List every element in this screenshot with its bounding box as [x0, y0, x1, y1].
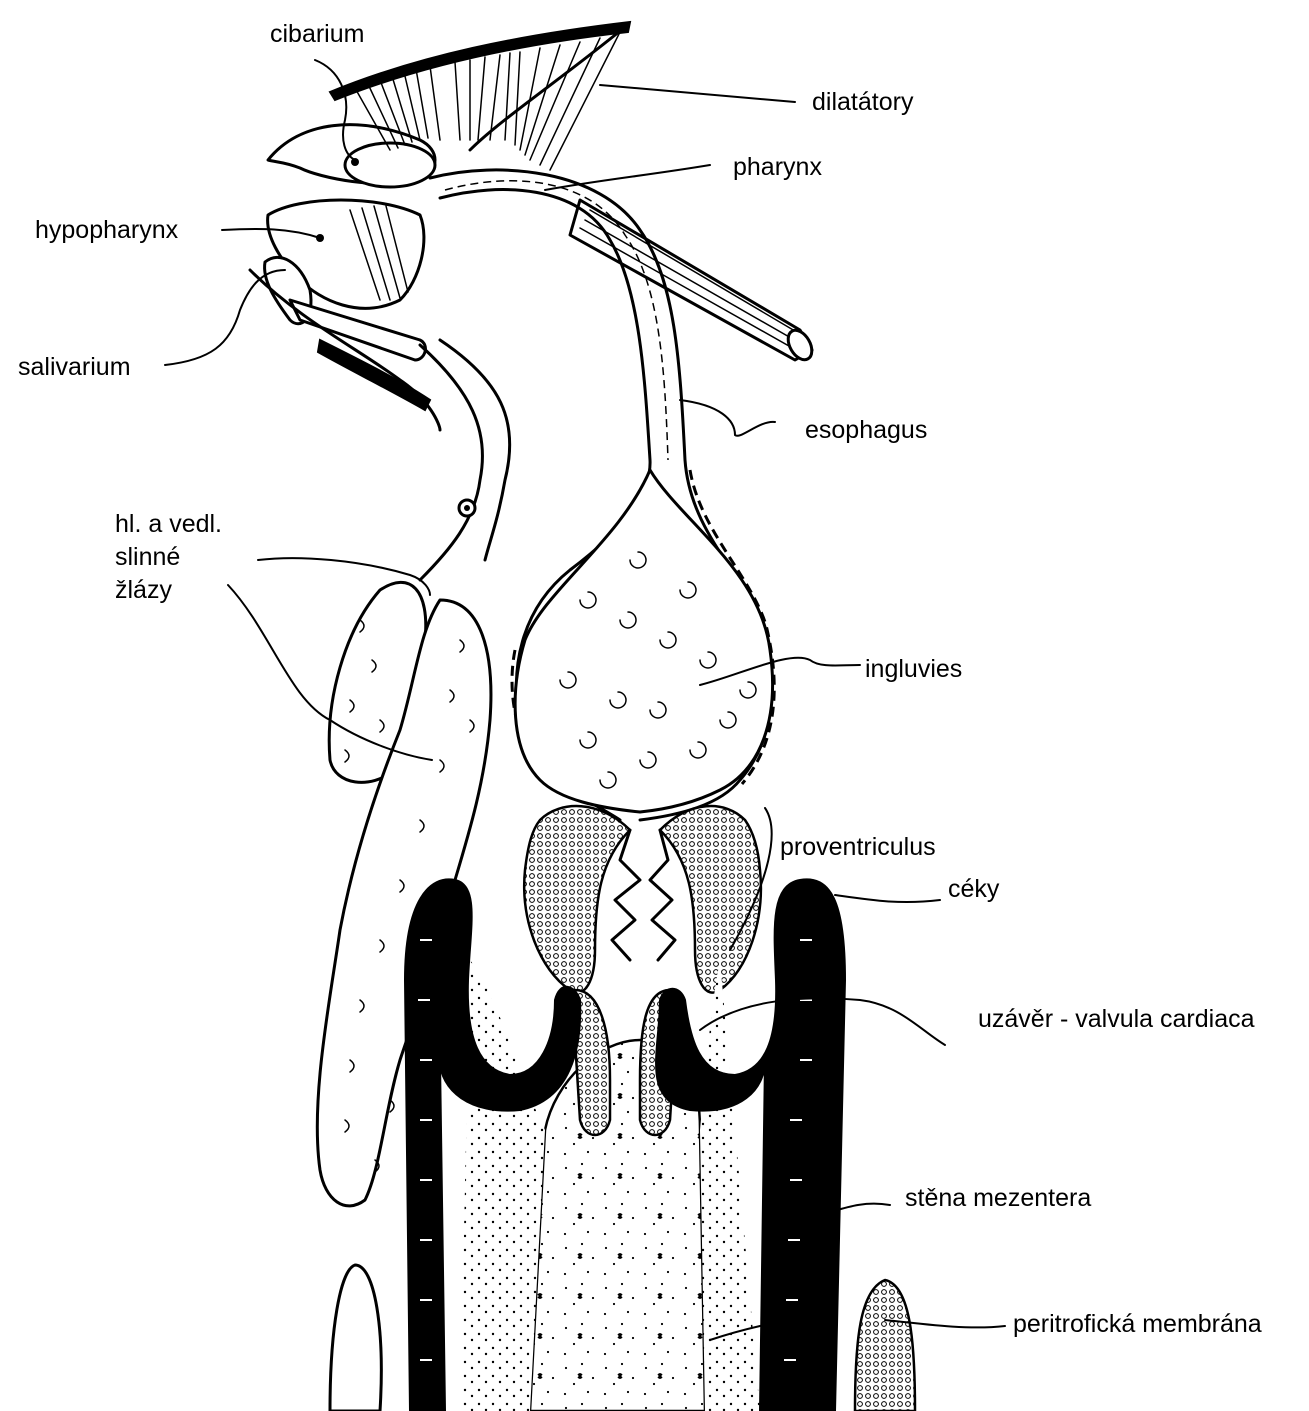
proventriculus: [524, 806, 761, 993]
label-stena-mezentera: stěna mezentera: [905, 1184, 1091, 1212]
label-dilatatory: dilatátory: [812, 88, 914, 116]
label-esophagus: esophagus: [805, 416, 927, 444]
label-salivary-glands-line1: hl. a vedl.: [115, 510, 222, 538]
label-salivary-glands-line2: slinné: [115, 543, 180, 571]
label-pharynx: pharynx: [733, 153, 822, 181]
label-valvula-cardiaca: uzávěr - valvula cardiaca: [978, 1005, 1255, 1033]
label-ingluvies: ingluvies: [865, 655, 962, 683]
label-salivary-glands-line3: žlázy: [115, 576, 172, 604]
ingluvies-crop: [515, 470, 772, 812]
salivary-duct: [420, 340, 510, 580]
label-salivarium: salivarium: [18, 353, 131, 381]
label-hypopharynx: hypopharynx: [35, 216, 179, 244]
midgut-lumen: [460, 960, 760, 1411]
label-cibarium: cibarium: [270, 20, 364, 48]
label-peritroficka-membrana: peritrofická membrána: [1013, 1310, 1262, 1338]
label-ceky: céky: [948, 875, 1000, 903]
oblique-muscle: [570, 200, 817, 364]
label-proventriculus: proventriculus: [780, 833, 936, 861]
